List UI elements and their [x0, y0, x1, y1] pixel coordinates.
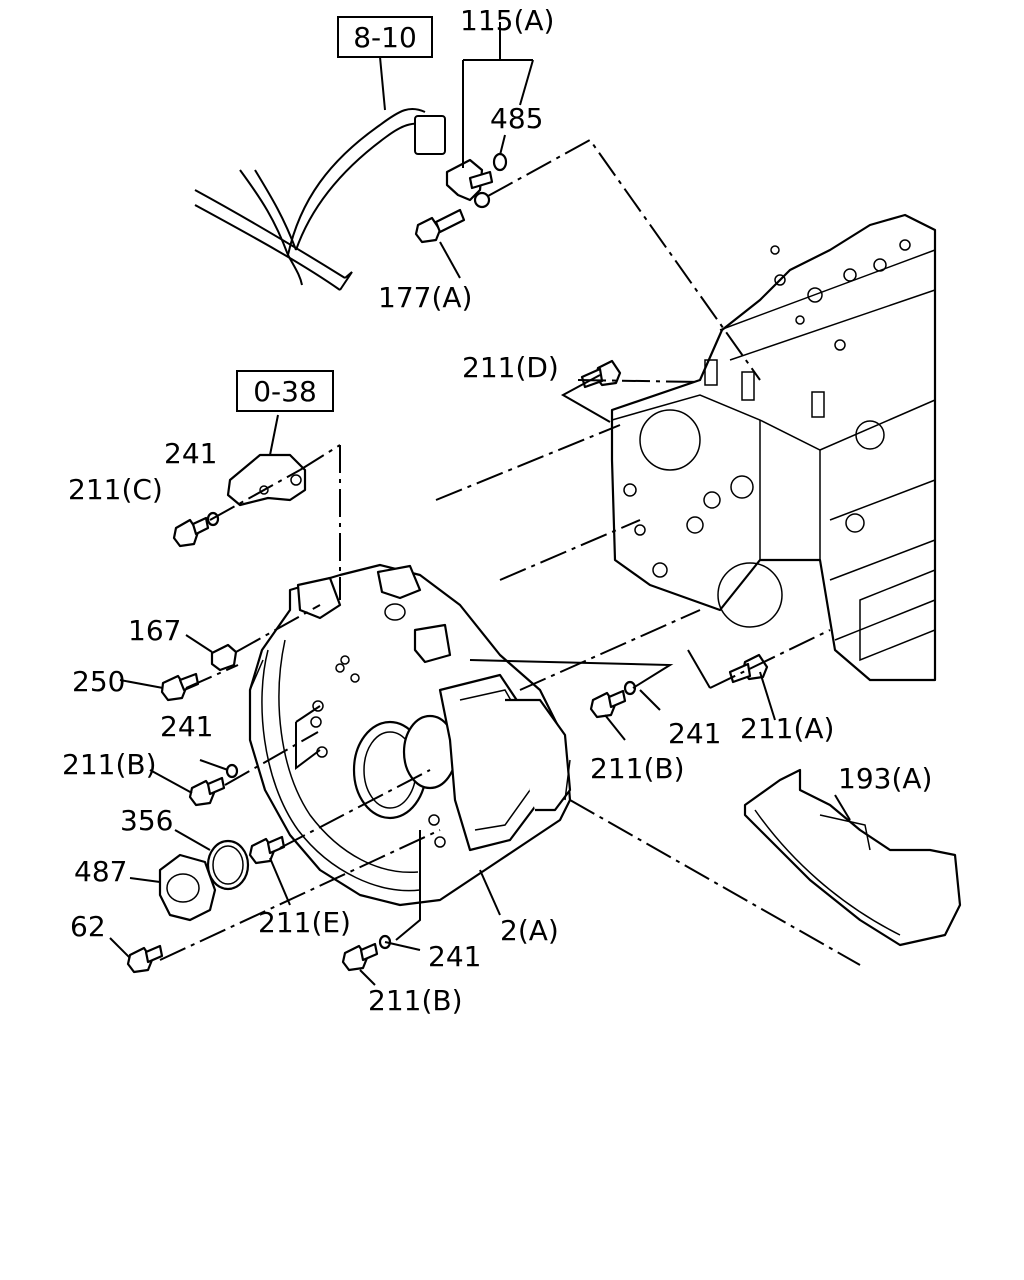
label-487[interactable]: 487 — [74, 855, 127, 888]
label-2a[interactable]: 2(A) — [500, 914, 559, 947]
label-211a[interactable]: 211(A) — [740, 712, 834, 745]
reference-box-0-38[interactable]: 0-38 — [236, 370, 334, 412]
label-177a[interactable]: 177(A) — [378, 281, 472, 314]
label-211d[interactable]: 211(D) — [462, 351, 559, 384]
part-labels: 115(A) 485 177(A) 211(D) 241 211(C) 167 … — [62, 4, 932, 1017]
label-211c[interactable]: 211(C) — [68, 473, 163, 506]
cover-193 — [743, 768, 962, 947]
label-485[interactable]: 485 — [490, 102, 543, 135]
reference-box-8-10[interactable]: 8-10 — [337, 16, 433, 58]
reference-label: 0-38 — [253, 375, 317, 408]
engine-block — [610, 213, 937, 682]
label-241-left[interactable]: 241 — [160, 710, 213, 743]
cover-487 — [158, 839, 250, 922]
label-62[interactable]: 62 — [70, 910, 106, 943]
label-211b-bottom[interactable]: 211(B) — [368, 984, 463, 1017]
label-241-top[interactable]: 241 — [164, 437, 217, 470]
bracket-part — [172, 453, 307, 548]
label-115a[interactable]: 115(A) — [460, 4, 554, 37]
sensor-167 — [160, 643, 238, 702]
label-241-bottom[interactable]: 241 — [428, 940, 481, 973]
label-211e[interactable]: 211(E) — [258, 906, 351, 939]
leader-lines — [109, 22, 861, 986]
label-211b-left[interactable]: 211(B) — [62, 748, 157, 781]
flywheel-housing — [248, 563, 572, 907]
label-250[interactable]: 250 — [72, 665, 125, 698]
label-193a[interactable]: 193(A) — [838, 762, 932, 795]
left-fasteners — [126, 763, 392, 974]
sensor-assembly — [414, 152, 508, 244]
label-211b-right[interactable]: 211(B) — [590, 752, 685, 785]
label-167[interactable]: 167 — [128, 614, 181, 647]
wiring-harness — [194, 107, 446, 291]
label-241-right[interactable]: 241 — [668, 717, 721, 750]
label-356[interactable]: 356 — [120, 804, 173, 837]
reference-label: 8-10 — [353, 21, 417, 54]
